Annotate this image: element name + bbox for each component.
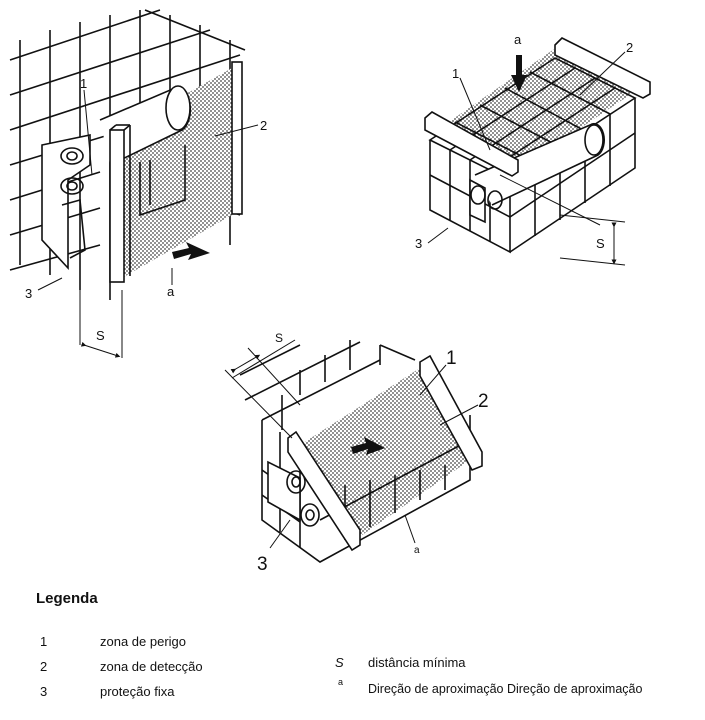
- bottom-drawing: [224, 339, 483, 563]
- legend-text-2: zona de detecção: [100, 659, 203, 674]
- right-callout-s: S: [596, 236, 605, 251]
- legend-symbol-s-text: distância mínima: [368, 655, 466, 670]
- bottom-bearings: [267, 460, 320, 527]
- safety-distance-figure: 1 2 3 a S: [9, 9, 651, 575]
- bottom-callout-1: 1: [446, 348, 457, 369]
- left-distance-dimension: [79, 285, 123, 358]
- left-approach-arrow: [172, 242, 210, 260]
- right-cage: [428, 57, 637, 254]
- right-callout-2: 2: [626, 40, 633, 55]
- left-callouts: 1 2 3 a S: [25, 76, 267, 343]
- right-callouts: 1 2 3 a S: [415, 32, 633, 251]
- legend-symbol-a-text: Direção de aproximação Direção de aproxi…: [368, 682, 643, 696]
- bottom-detection-zone: [300, 368, 470, 540]
- right-bar-rear: [554, 37, 651, 99]
- left-bearing-plate: [41, 134, 91, 271]
- right-leaders: [427, 51, 626, 244]
- bottom-callout-2: 2: [478, 391, 489, 412]
- left-callout-3: 3: [25, 286, 32, 301]
- right-callout-a: a: [514, 32, 522, 47]
- bottom-callout-s: S: [275, 331, 283, 345]
- legend-text-3: proteção fixa: [100, 684, 175, 699]
- left-drawing: [9, 9, 259, 358]
- bottom-distance-dimension: [224, 339, 301, 439]
- left-callout-1: 1: [80, 76, 87, 91]
- legend-symbol-a: a: [338, 677, 344, 687]
- bottom-callout-3: 3: [257, 554, 268, 575]
- legend-key-2: 2: [40, 659, 48, 674]
- left-front-bar: [109, 129, 125, 283]
- left-rear-bar: [231, 61, 243, 215]
- right-roller: [469, 122, 605, 224]
- bottom-callouts: 1 2 3 a S: [257, 331, 489, 575]
- left-callout-s: S: [96, 328, 105, 343]
- legend-key-3: 3: [40, 684, 48, 699]
- legend-title: Legenda: [36, 590, 98, 607]
- legend-symbol-s: S: [335, 655, 344, 670]
- right-callout-1: 1: [452, 66, 459, 81]
- legend-text-1: zona de perigo: [100, 634, 187, 649]
- bottom-leaders: [269, 364, 479, 549]
- left-callout-a: a: [167, 284, 175, 299]
- bottom-bar-right: [419, 354, 483, 472]
- right-distance-dimension: [559, 214, 626, 266]
- bottom-callout-a: a: [414, 545, 420, 556]
- right-bar-front: [424, 111, 519, 177]
- legend-key-1: 1: [40, 634, 48, 649]
- bottom-approach-arrow: [351, 437, 385, 455]
- right-drawing: [424, 37, 651, 266]
- left-leaders: [37, 89, 259, 291]
- left-callout-2: 2: [260, 118, 267, 133]
- right-callout-3: 3: [415, 236, 422, 251]
- bottom-bar-left: [287, 430, 361, 552]
- right-approach-arrow: [511, 55, 527, 92]
